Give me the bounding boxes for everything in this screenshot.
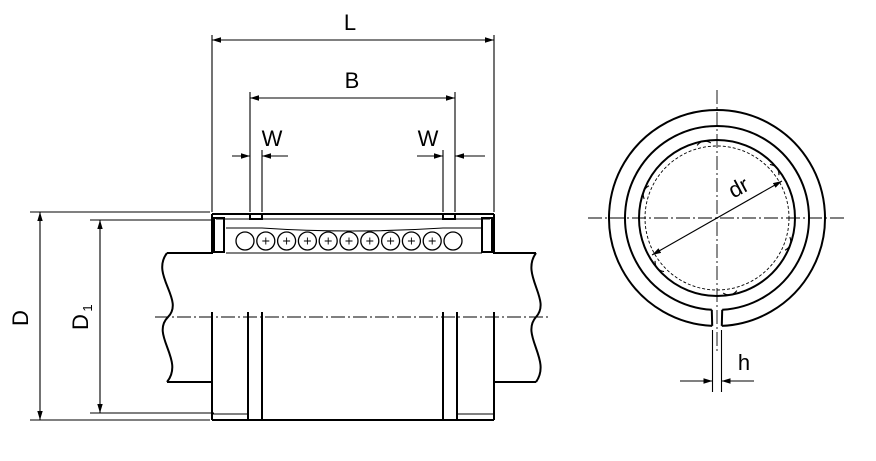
ball	[256, 231, 276, 251]
ball	[339, 231, 359, 251]
dim-D1: D 1	[68, 220, 103, 413]
dim-B: B	[250, 68, 455, 101]
dim-W-left: W	[232, 126, 288, 159]
middle-ring	[624, 124, 810, 311]
notch	[784, 236, 792, 251]
ball	[422, 231, 442, 251]
ball	[297, 231, 318, 251]
ball	[360, 231, 380, 251]
outer-ring	[608, 109, 826, 327]
label-dr: dr	[724, 172, 753, 203]
notch	[769, 163, 780, 176]
notch	[722, 290, 738, 296]
label-B: B	[345, 68, 360, 93]
ball-row	[235, 231, 463, 251]
label-L: L	[344, 10, 356, 35]
dim-D: D	[8, 212, 43, 420]
dim-W-right: W	[417, 126, 485, 159]
ball-track-notches	[642, 140, 792, 296]
label-D: D	[8, 310, 33, 326]
ball	[276, 231, 297, 251]
ball	[235, 231, 255, 251]
notch	[642, 185, 650, 200]
label-W-left: W	[262, 126, 283, 151]
extension-lines	[30, 35, 495, 421]
label-W-right: W	[418, 126, 439, 151]
side-view: L B W W D D 1	[8, 10, 550, 421]
label-D1: D	[68, 314, 93, 330]
notch	[696, 140, 712, 146]
inner-bore	[638, 139, 796, 297]
ball	[443, 231, 463, 251]
label-h: h	[738, 350, 750, 375]
notch	[654, 260, 665, 273]
ball-circle	[644, 145, 790, 291]
dim-L: L	[212, 10, 494, 43]
dim-h: h	[680, 330, 754, 392]
label-D1-subscript: 1	[80, 304, 95, 311]
ball	[318, 231, 338, 251]
ball	[380, 231, 401, 251]
front-view: dr h	[588, 90, 846, 392]
ball	[401, 231, 422, 251]
